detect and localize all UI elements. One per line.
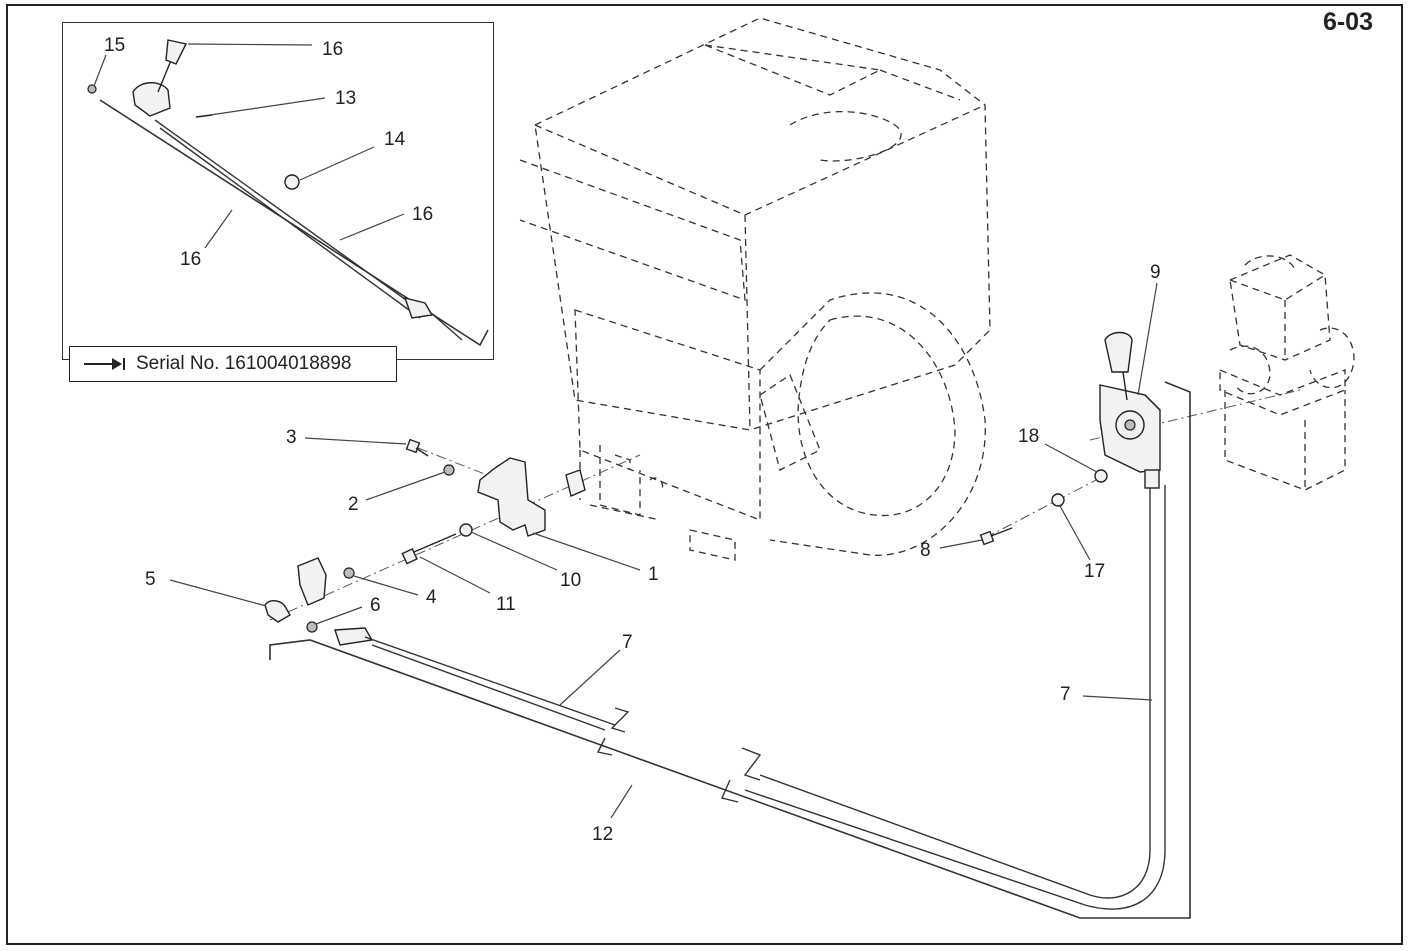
part-5-swivel-connector (264, 600, 291, 623)
engine-phantom-outline (519, 17, 991, 561)
axis-line-bolt-8 (984, 477, 1101, 539)
axis-line-bolt-3 (417, 447, 501, 481)
part-18-washer (1094, 469, 1108, 483)
callout-8: 8 (920, 540, 931, 561)
cable-end-fitting (334, 627, 374, 646)
part-12-kit-bracket (269, 381, 1191, 919)
callout-7-right: 7 (1060, 684, 1071, 705)
throttle-cable-right-section (759, 485, 1151, 899)
part-6-nut (306, 621, 318, 633)
throttle-cable-left-section (364, 636, 616, 726)
callout-2: 2 (348, 494, 359, 515)
part-10-washer (459, 523, 473, 537)
inset-callout-16-lever: 16 (322, 39, 343, 60)
part-11-bolt (401, 533, 457, 565)
part-4-nut (343, 567, 355, 579)
callout-6: 6 (370, 595, 381, 616)
inset-callout-13: 13 (335, 88, 356, 109)
part-9-throttle-control (1099, 331, 1161, 489)
part-2-nut (443, 464, 455, 476)
part-1-throttle-bracket (477, 457, 546, 537)
serial-number-note: Serial No. 161004018898 (69, 346, 397, 382)
part-17-washer (1051, 493, 1065, 507)
part-3-bolt (405, 438, 429, 457)
inset-callout-16-cable: 16 (412, 204, 433, 225)
inset-callout-15: 15 (104, 35, 125, 56)
inset-callout-14: 14 (384, 129, 406, 150)
callout-4: 4 (426, 587, 437, 608)
spacer (565, 469, 586, 497)
callout-labels: 3 2 1 4 5 6 7 7 8 9 10 11 12 17 18 15 16… (104, 35, 1161, 845)
callout-1: 1 (648, 564, 659, 585)
callout-10: 10 (560, 570, 581, 591)
inset-detail-box (62, 22, 494, 360)
callout-18: 18 (1018, 426, 1039, 447)
callout-3: 3 (286, 427, 297, 448)
callout-5: 5 (145, 569, 156, 590)
gearbox-phantom-outline (1219, 254, 1355, 491)
axis-line-bracket (269, 454, 641, 621)
arrow-to-bar-icon (84, 357, 126, 371)
part-8-bolt (979, 527, 1013, 546)
page-number: 6-03 (1322, 8, 1373, 36)
callout-17: 17 (1084, 561, 1105, 582)
cable-clamp (297, 557, 327, 606)
callout-7-left: 7 (622, 632, 633, 653)
inset-earlier-version (87, 39, 489, 347)
serial-number-text: Serial No. 161004018898 (136, 353, 352, 374)
leader-lines (93, 43, 1158, 819)
callout-9: 9 (1150, 262, 1161, 283)
callout-12: 12 (592, 824, 613, 845)
page-frame (6, 4, 1403, 945)
inset-callout-16-bracket: 16 (180, 249, 201, 270)
callout-11: 11 (496, 594, 516, 615)
